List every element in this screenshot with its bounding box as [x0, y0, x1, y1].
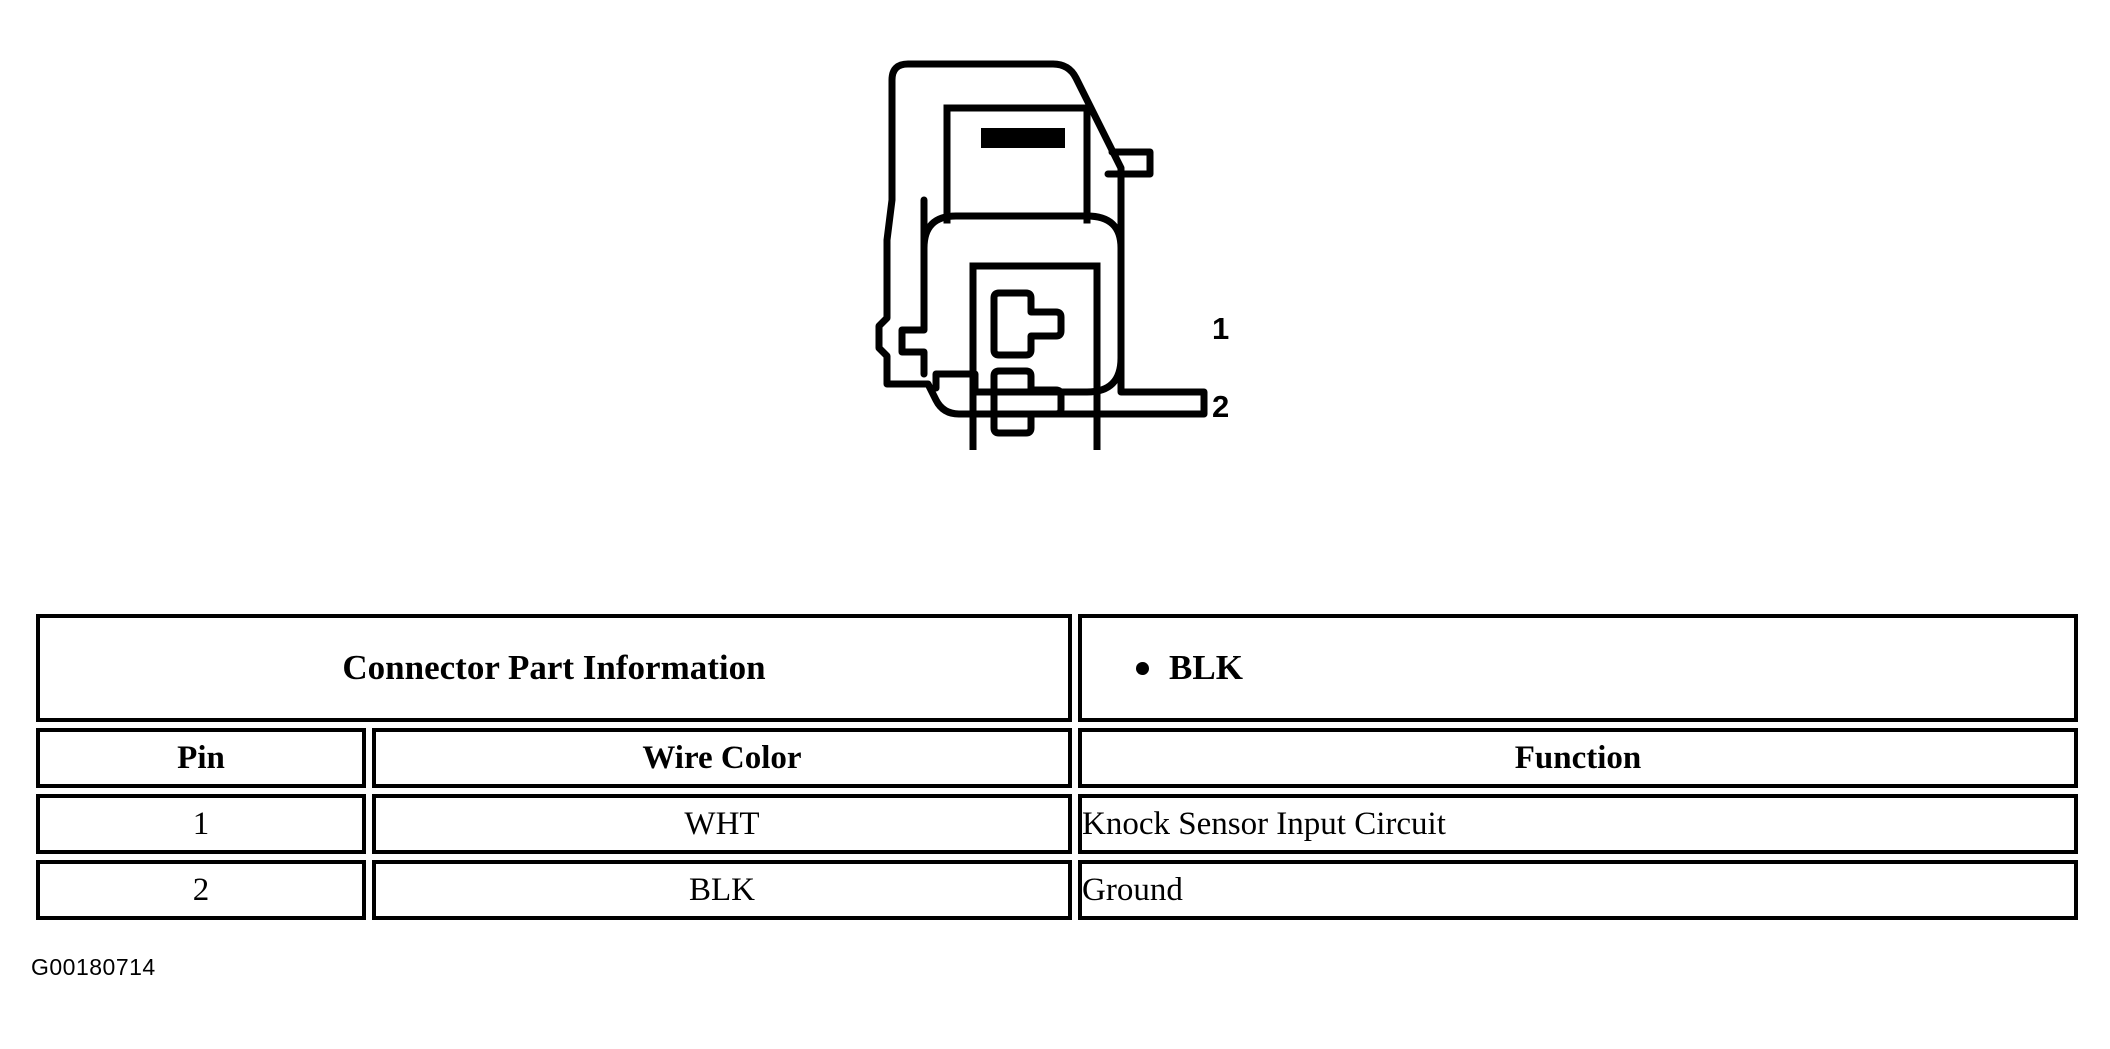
connector-part-information-cell: Connector Part Information [36, 614, 1072, 722]
terminal-cavity-rect [969, 262, 1101, 450]
table-row: 2 BLK Ground [36, 860, 2078, 920]
shell-left-notch [898, 196, 928, 378]
row-1-wire-color: WHT [372, 794, 1072, 854]
connector-diagram [840, 40, 1260, 450]
row-2-pin: 2 [36, 860, 366, 920]
pin-label-2: 2 [1212, 389, 1230, 424]
part-color-cell: BLK [1078, 614, 2078, 722]
row-1-pin: 1 [36, 794, 366, 854]
row-2-function: Ground [1078, 860, 2078, 920]
table-header-row: Pin Wire Color Function [36, 728, 2078, 788]
table-row-part-info: Connector Part Information BLK [36, 614, 2078, 722]
part-color-label: BLK [1169, 648, 1243, 687]
connector-pinout-table: Connector Part Information BLK Pin Wire … [30, 608, 2084, 926]
connector-inner-body [920, 212, 1125, 396]
keying-bar [981, 128, 1065, 148]
pin-label-1: 1 [1212, 311, 1230, 346]
header-function: Function [1078, 728, 2078, 788]
row-2-wire-color: BLK [372, 860, 1072, 920]
connector-outer-shell [875, 60, 1208, 418]
lock-housing-rect [943, 104, 1091, 224]
figure-id-caption: G00180714 [31, 954, 156, 980]
shell-right-tab [1104, 148, 1154, 178]
connector-svg [875, 60, 1208, 450]
header-pin: Pin [36, 728, 366, 788]
row-1-function: Knock Sensor Input Circuit [1078, 794, 2078, 854]
bullet-icon [1136, 661, 1149, 675]
terminal-pin-1 [990, 289, 1065, 359]
terminal-pin-2 [990, 367, 1065, 437]
header-wire-color: Wire Color [372, 728, 1072, 788]
table-row: 1 WHT Knock Sensor Input Circuit [36, 794, 2078, 854]
